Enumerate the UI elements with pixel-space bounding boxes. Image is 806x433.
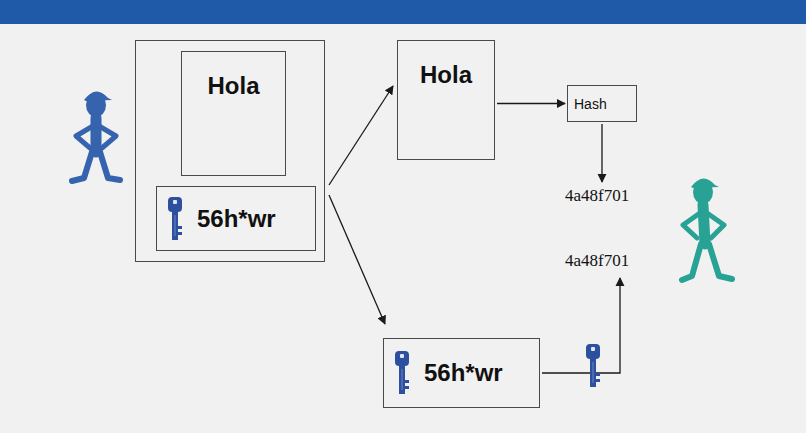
arrow-connector bbox=[329, 195, 385, 324]
hash-label: Hash bbox=[574, 96, 607, 112]
signature-box: 56h*wr bbox=[383, 338, 540, 408]
hash-box: Hash bbox=[567, 85, 637, 122]
arrow-connector bbox=[542, 278, 620, 373]
document-box: Hola bbox=[181, 51, 286, 176]
header-bar bbox=[0, 0, 806, 24]
sender-figure bbox=[72, 91, 120, 181]
document-text: Hola bbox=[420, 61, 472, 89]
document-text: Hola bbox=[207, 72, 259, 100]
receiver-figure bbox=[682, 178, 732, 280]
signature-box: 56h*wr bbox=[156, 186, 316, 251]
hash-value-text: 4a48f701 bbox=[565, 186, 629, 206]
hash-value-text: 4a48f701 bbox=[565, 251, 629, 271]
key-icon bbox=[165, 196, 185, 242]
arrow-connector bbox=[497, 103, 565, 104]
signature-text: 56h*wr bbox=[424, 359, 503, 387]
key-icon bbox=[392, 350, 412, 396]
hash-value: 4a48f701 bbox=[560, 183, 660, 209]
signed-package: Hola 56h*wr bbox=[135, 40, 325, 262]
hash-value: 4a48f701 bbox=[560, 248, 660, 274]
arrow-connector bbox=[601, 124, 602, 182]
document-box: Hola bbox=[397, 40, 495, 160]
signature-text: 56h*wr bbox=[197, 205, 276, 233]
arrow-connector bbox=[329, 86, 393, 185]
